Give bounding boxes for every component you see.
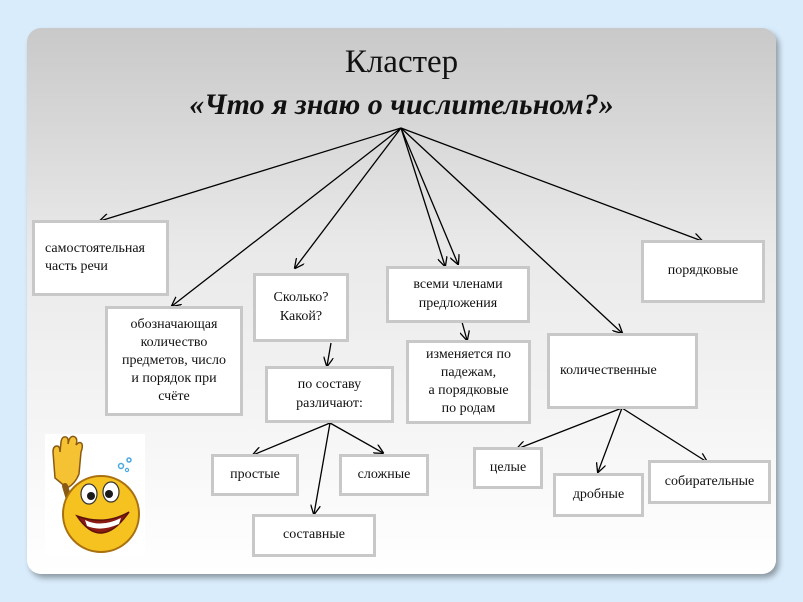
node-changes: изменяется по падежам, а порядковые по р… [406,340,531,424]
arrow-to-compound [314,422,331,514]
node-complex: сложные [339,454,429,496]
diagram-title: Кластер [344,44,459,80]
node-compound: составные [252,514,376,557]
arrow-to-collective [621,407,707,462]
node-collective: собирательные [648,460,771,504]
node-sentence-members: всеми членами предложения [386,266,530,323]
arrow-to-questions [295,127,402,268]
node-cardinal: количественные [547,333,698,409]
arrow-to-meaning [172,127,402,306]
node-simple: простые [211,454,299,496]
arrow-to-fractional [598,407,623,472]
arrow-to-ordinal [400,127,702,241]
diagram-subtitle: «Что я знаю о числительном?» [189,88,614,121]
waving-smiley-face-icon [45,434,145,556]
node-whole: целые [473,447,543,489]
node-fractional: дробные [553,473,644,517]
arrow-to-sentence-members-b [400,127,458,264]
arrow-to-changes [462,321,467,340]
node-questions: Сколько? Какой? [253,273,349,342]
node-meaning: обозначающая количество предметов, число… [105,306,243,416]
node-by-structure: по составу различают: [265,366,394,423]
arrow-to-whole [517,407,623,449]
node-part-of-speech: самостоятельная часть речи [32,220,169,296]
arrow-to-sentence-members-a [400,127,445,266]
arrow-to-part-of-speech [100,127,402,221]
arrow-to-simple [253,422,331,455]
arrow-to-cardinal [400,127,622,333]
node-ordinal: порядковые [641,240,765,303]
arrow-to-complex [329,422,383,453]
arrow-to-by-structure [327,342,331,366]
